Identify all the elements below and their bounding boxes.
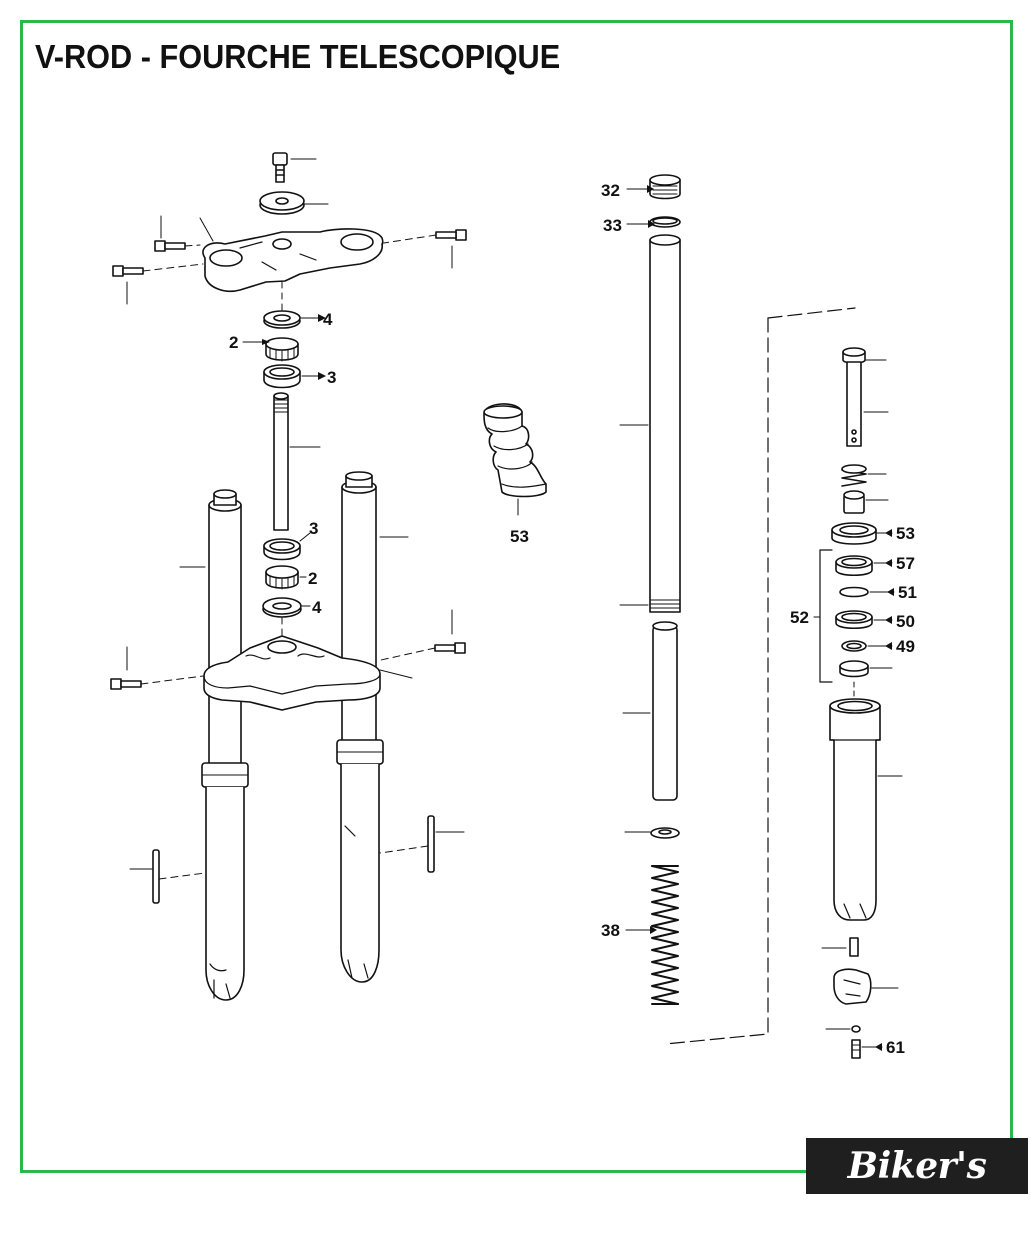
callout-61: 61 [886,1038,905,1057]
spring-seat-washer [624,827,680,839]
callout-53-boot: 53 [510,527,529,546]
page-title: V-ROD - FOURCHE TELESCOPIQUE [35,38,561,75]
fork-tube-inner [619,234,681,613]
bearing-upper [242,337,299,362]
upper-triple-clamp [199,217,384,292]
retaining-clip-51 [839,586,895,598]
callout-4-upper: 4 [323,310,333,329]
callout-3-lower: 3 [309,519,318,538]
washer-lower [262,597,311,618]
callout-3-upper: 3 [327,368,336,387]
steering-stem [273,392,321,531]
boot-seal-53 [831,522,893,545]
axle-cap [833,968,899,1005]
callout-2-upper: 2 [229,333,238,352]
spacer-49 [841,640,893,652]
callout-57: 57 [896,554,915,573]
callout-4-lower: 4 [312,598,322,617]
callout-52: 52 [790,608,809,627]
callout-53-seal: 53 [896,524,915,543]
bearing-lower [265,565,307,590]
lower-triple-clamp [203,635,413,711]
callout-32: 32 [601,181,620,200]
cap-screw-61 [851,1039,883,1059]
top-washer [259,191,329,215]
callout-33: 33 [603,216,622,235]
rebound-spring [841,464,887,487]
bushing [839,660,893,678]
fork-cap [626,174,681,200]
lock-washer [825,1025,861,1033]
callout-51: 51 [898,583,917,602]
exploded-fork-diagram: 4 2 3 3 2 4 53 32 33 38 53 57 51 52 50 4… [110,152,917,1059]
clamp-bolt-left-lower [112,263,204,305]
diagram-frame [20,20,1013,1173]
cartridge-rod [842,347,889,447]
oil-seal-50 [835,610,893,630]
clamp-bolt-right-lower-triple [380,609,466,661]
o-ring-33 [626,216,681,228]
piston [843,490,889,514]
fork-leg-left [179,489,249,1001]
clamp-bolt-right-upper [383,229,467,269]
reflector-right [379,815,465,873]
top-bolt [272,152,317,183]
callout-49: 49 [896,637,915,656]
bikers-store-logo: Biker's Store [806,1138,1028,1243]
callout-2-lower: 2 [308,569,317,588]
fork-slider [829,698,903,921]
fork-leg-right [336,471,409,983]
clamp-bolt-left-lower-triple [110,646,204,690]
axle-screw [821,937,859,957]
fork-spring [625,865,679,1005]
damper-tube [622,621,678,801]
reflector-left [129,849,206,904]
race-lower [263,532,311,561]
race-upper [263,364,319,389]
fork-boot [483,403,547,516]
callout-38: 38 [601,921,620,940]
washer-upper [263,310,319,329]
dust-seal-57 [835,555,893,577]
callout-50: 50 [896,612,915,631]
clamp-bolt-left-upper [154,215,201,252]
